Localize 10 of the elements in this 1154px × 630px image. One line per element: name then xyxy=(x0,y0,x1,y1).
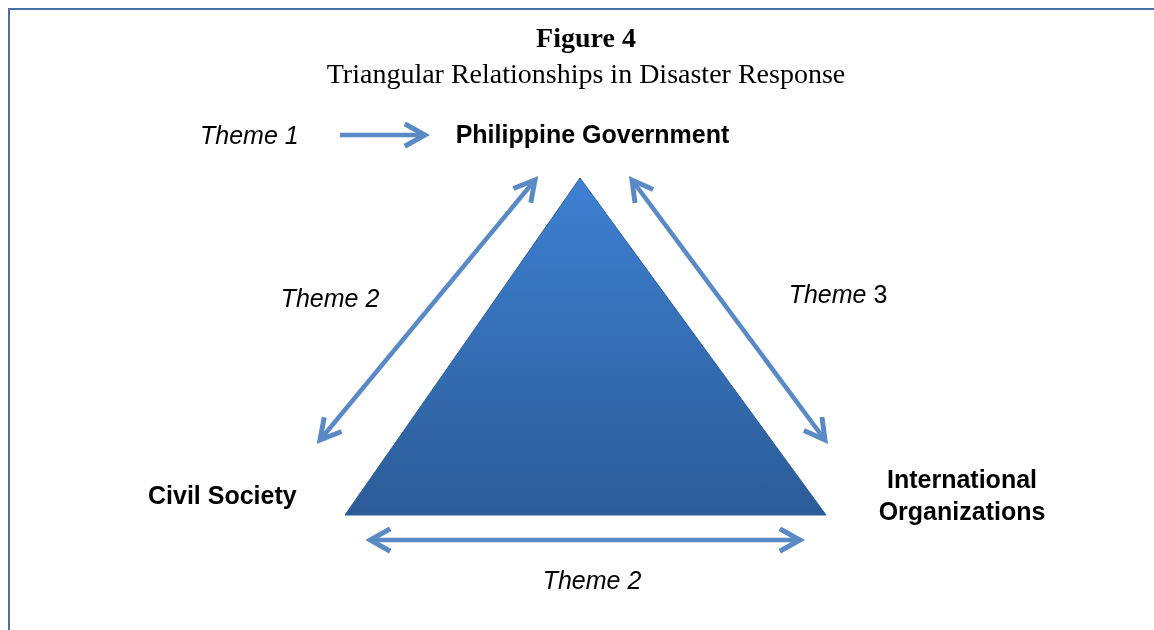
actor-label: International Organizations xyxy=(877,463,1047,527)
arrow xyxy=(340,121,428,149)
double-arrow xyxy=(367,526,803,554)
figure-title: Figure 4 xyxy=(536,22,636,54)
actor-label: Philippine Government xyxy=(455,119,730,150)
figure-caption: Triangular Relationships in Disaster Response xyxy=(326,58,846,90)
double-arrow xyxy=(317,177,538,443)
actor-label: Civil Society xyxy=(148,479,297,511)
theme-label: Theme 1 xyxy=(200,119,299,151)
double-arrow xyxy=(629,177,828,443)
